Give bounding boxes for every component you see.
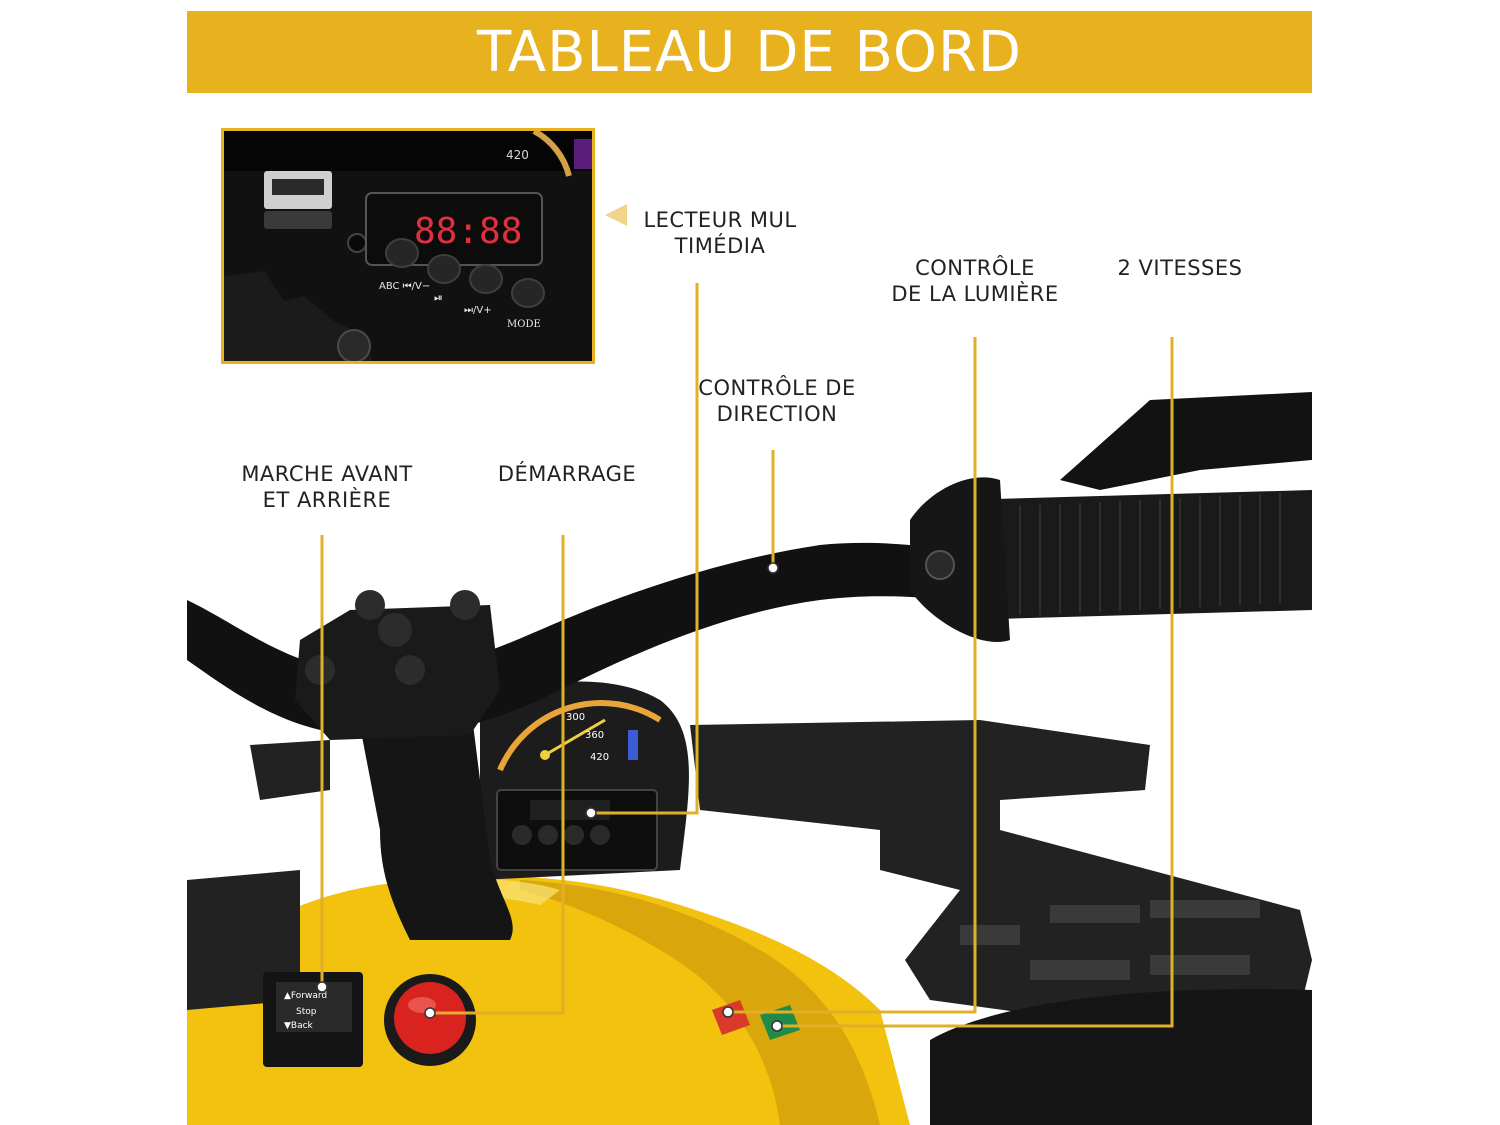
media-panel-small: [496, 789, 658, 871]
label-steering-control-line2: DIRECTION: [716, 402, 838, 426]
label-media-player: LECTEUR MUL TIMÉDIA: [620, 207, 820, 259]
callout-dots: [316, 562, 783, 1032]
speedometer: 300 360 420: [497, 700, 662, 772]
switch-label-forward: ▲Forward: [284, 991, 327, 1001]
label-steering-control: CONTRÔLE DE DIRECTION: [672, 375, 882, 427]
inset-button-label-3: ⏭/V+: [464, 305, 492, 316]
switch-label-back: ▼Back: [284, 1021, 314, 1031]
label-start-line1: DÉMARRAGE: [497, 462, 637, 486]
inset-button-label-4: MODE: [507, 319, 541, 330]
inset-clock-display: 88:88: [414, 211, 522, 252]
page-title: TABLEAU DE BORD: [476, 19, 1023, 85]
label-start: DÉMARRAGE: [477, 461, 657, 487]
rear-rack: [187, 720, 1312, 1030]
label-media-player-line2: TIMÉDIA: [674, 234, 766, 258]
inset-pointer-arrow: [605, 204, 627, 226]
hand-guard: [1060, 392, 1312, 490]
direction-switch[interactable]: ▲Forward Stop ▼Back: [263, 972, 363, 1067]
gauge-number-420: 420: [590, 752, 609, 763]
inset-bolt: [337, 329, 371, 361]
inset-button-label-1: ABC ⏮/V−: [379, 281, 430, 292]
steering-column: [355, 700, 513, 940]
inset-aux-port: [347, 233, 367, 253]
callout-media: [591, 283, 699, 815]
media-player-inset: 420 88:88 ABC ⏮/V− ⏯ ⏭/V+ MODE: [221, 128, 595, 364]
label-media-player-line1: LECTEUR MUL: [643, 208, 797, 232]
inset-control-buttons: [385, 238, 545, 308]
label-two-speeds: 2 VITESSES: [1090, 255, 1270, 281]
callout-speed: [777, 337, 1174, 1028]
label-forward-reverse: MARCHE AVANT ET ARRIÈRE: [222, 461, 432, 513]
switch-label-stop: Stop: [296, 1007, 317, 1017]
light-switch[interactable]: [712, 1000, 750, 1035]
callout-lines: [320, 283, 1174, 1028]
gauge-number-360: 360: [585, 730, 604, 741]
grip-bolt: [925, 550, 955, 580]
gauge-number-300: 300: [566, 712, 585, 723]
quad-yellow-body-shade: [520, 880, 880, 1125]
quad-dashboard-photo: 300 360 420: [187, 283, 1312, 1125]
label-light-control-line1: CONTRÔLE: [915, 256, 1035, 280]
label-light-control: CONTRÔLE DE LA LUMIÈRE: [870, 255, 1080, 307]
callout-start: [430, 535, 565, 1015]
handlebar-grip: [960, 490, 1312, 620]
label-two-speeds-line1: 2 VITESSES: [1117, 256, 1243, 280]
callout-light: [728, 337, 977, 1014]
label-forward-reverse-line1: MARCHE AVANT: [241, 462, 413, 486]
label-light-control-line2: DE LA LUMIÈRE: [891, 282, 1059, 306]
title-banner: TABLEAU DE BORD: [187, 11, 1312, 93]
label-forward-reverse-line2: ET ARRIÈRE: [262, 488, 392, 512]
label-steering-control-line1: CONTRÔLE DE: [698, 376, 856, 400]
start-button[interactable]: [384, 974, 476, 1066]
rear-fender: [930, 989, 1312, 1125]
inset-gauge-number: 420: [506, 148, 529, 162]
inset-button-label-2: ⏯: [434, 291, 443, 304]
